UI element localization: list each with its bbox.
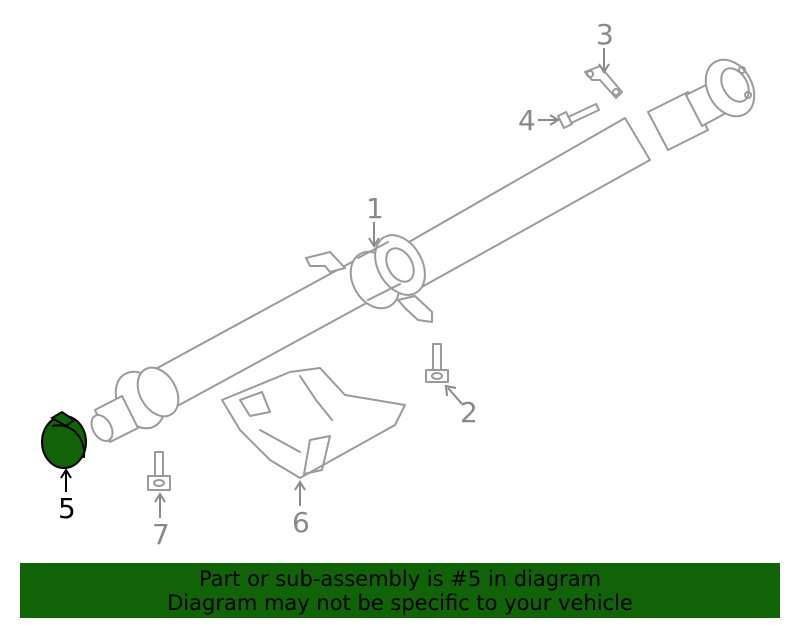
callout-3: 3 xyxy=(596,18,614,51)
callout-4: 4 xyxy=(518,104,536,137)
callout-5: 5 xyxy=(58,492,76,525)
driveshaft-assembly xyxy=(90,58,756,443)
leader-arrows xyxy=(60,48,610,518)
banner-line-part: Part or sub-assembly is #5 in diagram xyxy=(198,567,602,591)
driveshaft-diagram: 1 2 3 4 5 6 7 xyxy=(41,18,756,551)
clamp-part-5 xyxy=(41,410,87,469)
info-banner: Part or sub-assembly is #5 in diagram Di… xyxy=(20,563,780,618)
bolt-part-2 xyxy=(425,343,449,383)
callout-6: 6 xyxy=(292,506,310,539)
callout-7: 7 xyxy=(152,518,170,551)
callout-1: 1 xyxy=(366,192,384,225)
bolt-part-4 xyxy=(557,103,600,129)
banner-line-disclaimer: Diagram may not be specific to your vehi… xyxy=(167,591,633,615)
callout-2: 2 xyxy=(460,396,478,429)
bolt-part-7 xyxy=(147,451,171,491)
heat-shield-part-6 xyxy=(221,367,406,479)
